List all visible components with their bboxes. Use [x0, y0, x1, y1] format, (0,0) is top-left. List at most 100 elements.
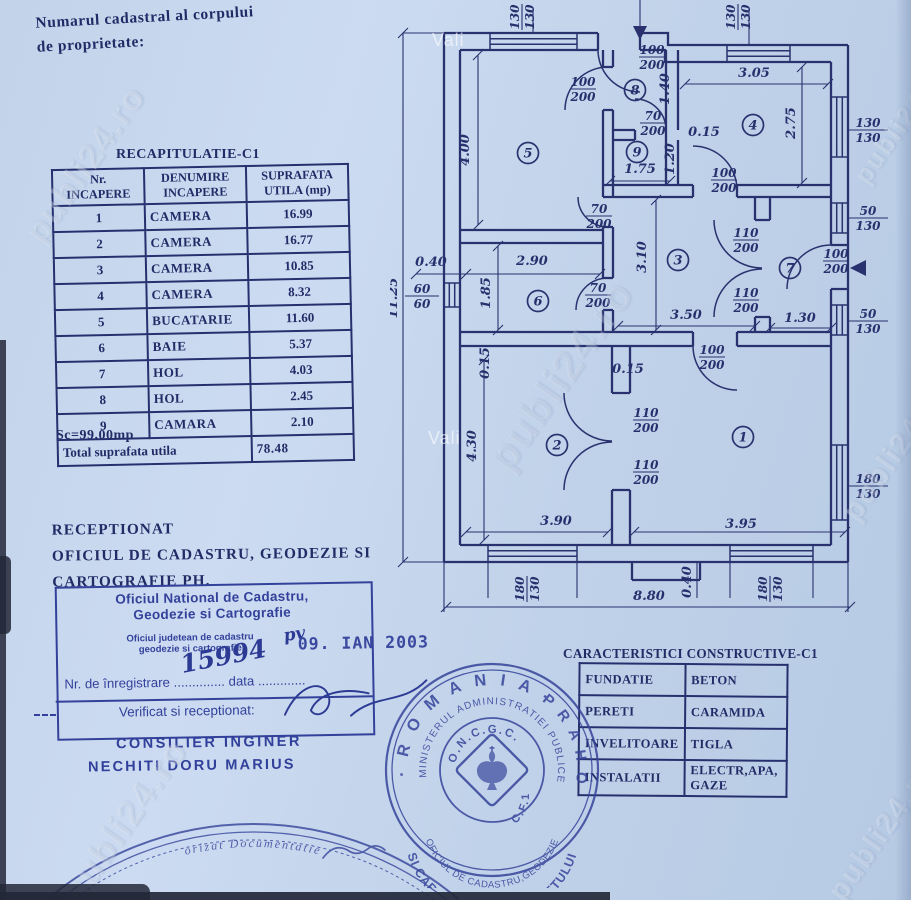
data-label: data — [228, 673, 255, 689]
stamp-emblem-diamond — [455, 733, 529, 807]
svg-text:70: 70 — [590, 281, 607, 295]
interior-walls — [460, 50, 831, 545]
dim-label: 3.95 — [725, 517, 757, 532]
outer-walls — [442, 31, 850, 582]
room-number: 5 — [516, 141, 540, 165]
svg-text:orizat Documentatie: orizat Documentatie — [183, 836, 323, 858]
svg-text:5: 5 — [523, 147, 532, 162]
room-number: 3 — [666, 248, 690, 272]
svg-text:6: 6 — [533, 295, 542, 310]
svg-text:110: 110 — [733, 226, 759, 240]
total-value: 78.48 — [251, 433, 355, 462]
dim-label: 1.30 — [784, 311, 816, 326]
svg-text:130: 130 — [855, 116, 881, 130]
door-arcs — [563, 49, 832, 491]
room-number: 7 — [778, 256, 802, 280]
room-number: 2 — [545, 433, 569, 457]
dim-label: 1.20 — [663, 143, 678, 175]
svg-text:130: 130 — [855, 322, 881, 336]
svg-text:130: 130 — [508, 4, 522, 30]
svg-text:2: 2 — [551, 439, 561, 454]
svg-text:200: 200 — [569, 90, 596, 104]
col-header-denumire: DENUMIRE INCAPERE — [143, 166, 247, 204]
svg-text:130: 130 — [523, 4, 537, 30]
svg-text:180: 180 — [513, 576, 527, 602]
dim-label: 8.80 — [633, 589, 665, 604]
svg-text:200: 200 — [822, 262, 849, 276]
stray-dashes — [34, 714, 56, 716]
svg-text:100: 100 — [639, 43, 665, 57]
signature-flourish — [283, 679, 428, 717]
built-area-note: Sc=99.00mp — [56, 428, 134, 443]
entrance-arrow-right — [850, 260, 866, 276]
dim-label: 3.50 — [670, 308, 702, 323]
svg-text:200: 200 — [698, 358, 725, 372]
svg-text:200: 200 — [732, 301, 759, 315]
svg-text:180: 180 — [756, 576, 770, 602]
dim-label: 4.30 — [465, 430, 480, 462]
svg-text:130: 130 — [528, 576, 542, 602]
dim-label: 0.15 — [688, 125, 720, 140]
svg-text:60: 60 — [414, 297, 431, 311]
stamp-cf: C.F.1 — [509, 792, 530, 826]
svg-text:130: 130 — [724, 4, 738, 30]
partial-stamp: orizat Documentatie — [45, 823, 458, 900]
svg-text:130: 130 — [855, 131, 881, 145]
dim-label: 0.40 — [680, 566, 695, 598]
dim-label: 2.75 — [784, 107, 799, 140]
svg-text:200: 200 — [584, 296, 611, 310]
dim-label: 0.15 — [478, 347, 493, 379]
windows — [444, 33, 848, 562]
svg-text:200: 200 — [632, 473, 659, 487]
dim-label: 1.40 — [658, 73, 673, 105]
room-number: 1 — [731, 425, 755, 449]
svg-text:200: 200 — [632, 421, 659, 435]
svg-text:8: 8 — [630, 84, 639, 99]
dim-label: 3.90 — [540, 514, 572, 529]
plan-room-numbers: 1 2 3 4 5 6 7 8 9 — [516, 78, 802, 457]
svg-text:7: 7 — [785, 262, 794, 277]
svg-text:70: 70 — [645, 109, 662, 123]
caract-table-title: CARACTERISTICI CONSTRUCTIVE-C1 — [563, 646, 818, 661]
svg-text:130: 130 — [855, 487, 881, 501]
svg-text:4: 4 — [748, 119, 757, 134]
eagle-emblem-icon — [476, 746, 508, 790]
svg-text:110: 110 — [633, 458, 659, 472]
scan-edge-left — [0, 340, 6, 900]
dim-label: 1.85 — [479, 277, 494, 309]
recap-table-wrap: Nr. INCAPERE DENUMIRE INCAPERE SUPRAFATA… — [51, 163, 355, 467]
svg-text:200: 200 — [732, 241, 759, 255]
svg-text:200: 200 — [585, 217, 612, 231]
reg-dots: .............. — [173, 673, 226, 690]
room-number: 9 — [625, 140, 649, 164]
dim-label: 4.00 — [458, 134, 473, 166]
recap-table-title: RECAPITULATIE-C1 — [116, 147, 260, 162]
svg-text:100: 100 — [711, 166, 737, 180]
svg-text:110: 110 — [633, 406, 659, 420]
dim-label: 1.75 — [624, 162, 656, 177]
svg-text:130: 130 — [739, 4, 753, 30]
scan-edge-blob — [0, 556, 11, 634]
svg-text:50: 50 — [860, 307, 877, 321]
room-number: 4 — [741, 113, 765, 137]
